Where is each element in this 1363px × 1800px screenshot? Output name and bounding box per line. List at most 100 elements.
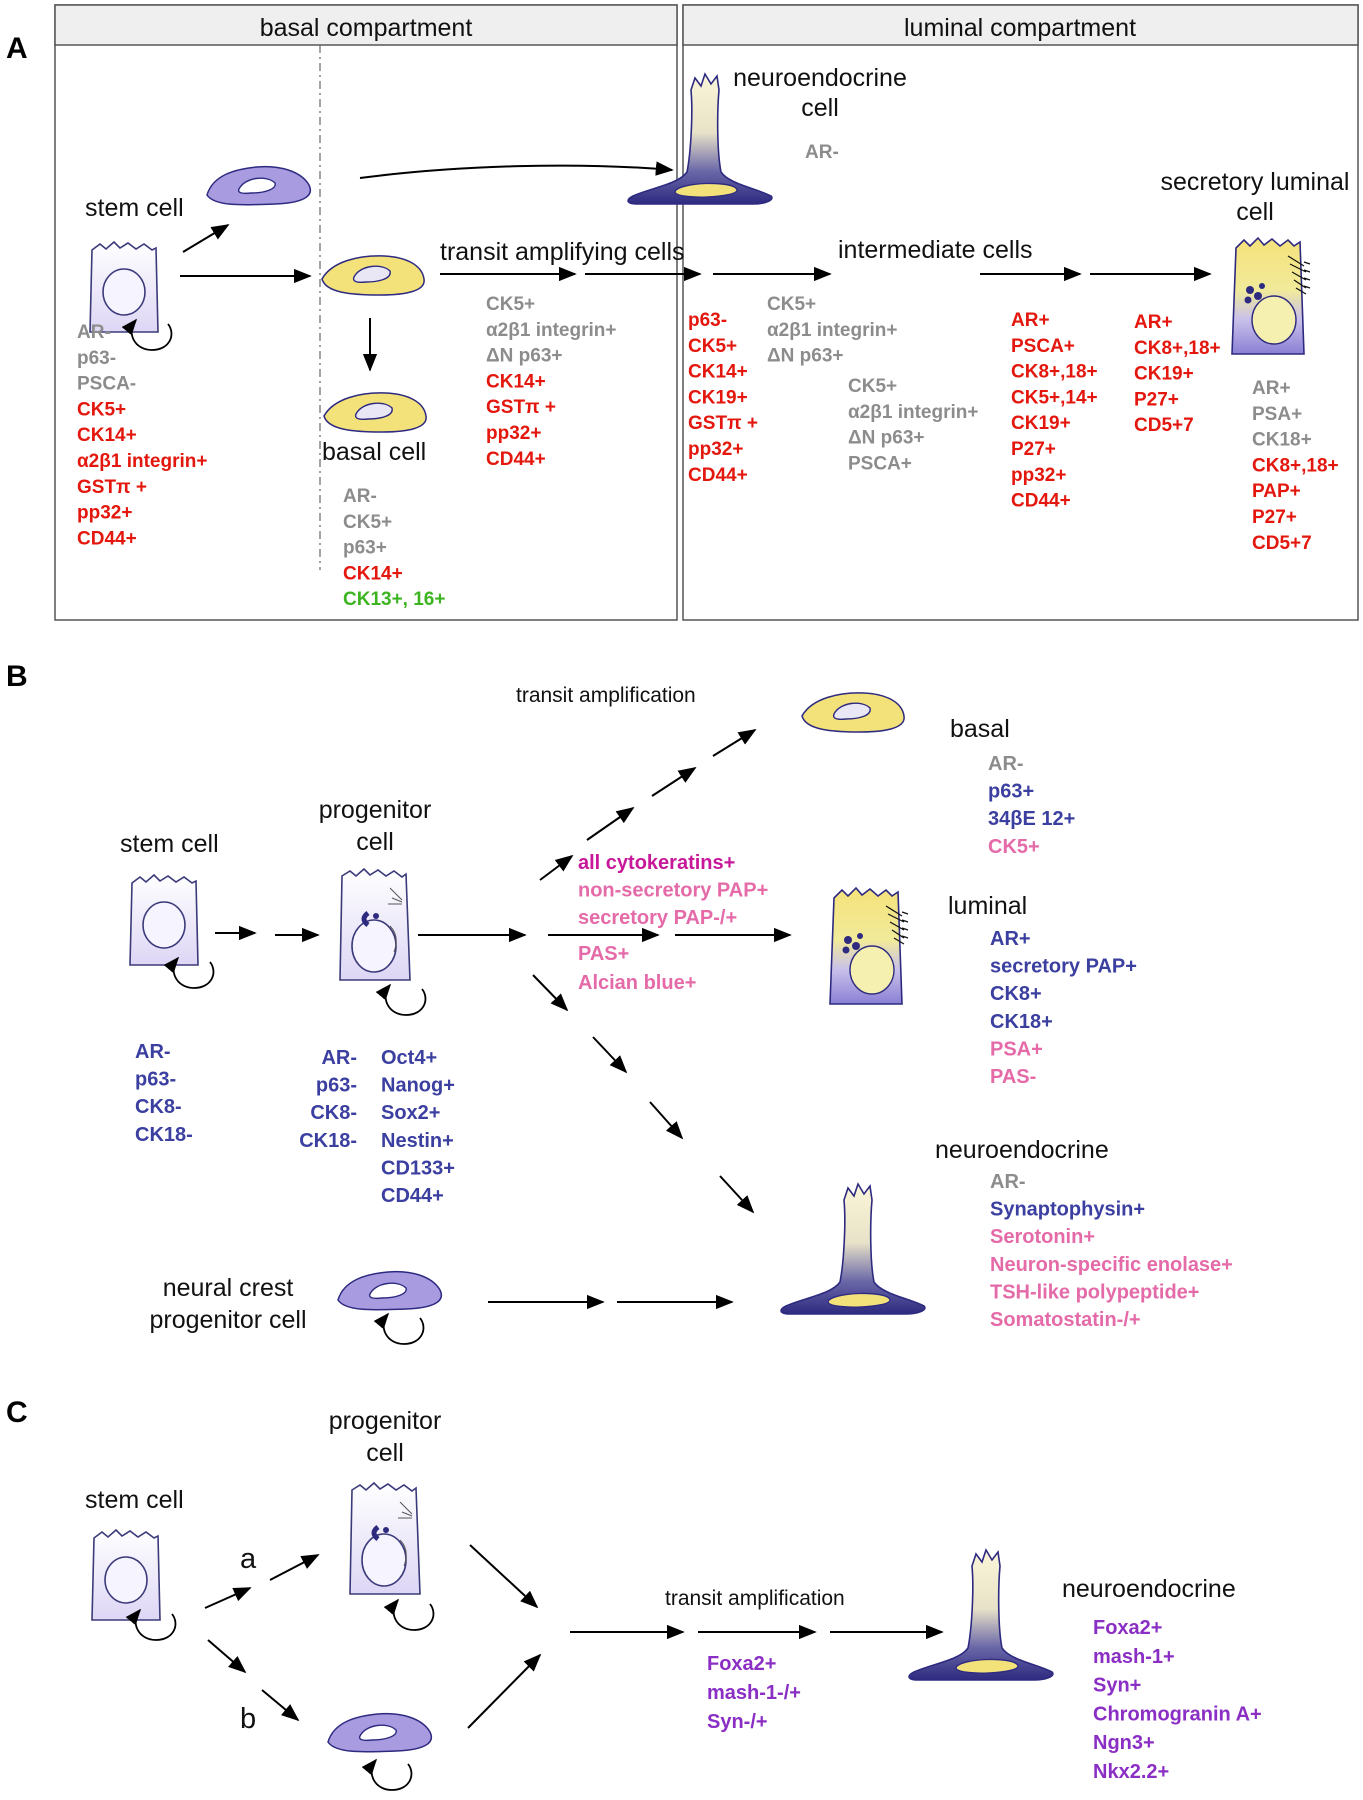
marker-label: CK5+ (77, 399, 126, 420)
marker-label: all cytokeratins+ (578, 852, 735, 874)
progenitor-markers-right: Oct4+Nanog+Sox2+Nestin+CD133+CD44+ (381, 1047, 455, 1207)
marker-label: CK8+,18+ (1134, 338, 1221, 359)
marker-label: CK14+ (688, 362, 748, 383)
neuroendocrine-label-2: cell (801, 94, 839, 122)
marker-label: CD133+ (381, 1157, 455, 1179)
panel-c-letter: C (6, 1396, 28, 1429)
marker-label: mash-1+ (1093, 1646, 1175, 1668)
arrow (469, 1544, 539, 1609)
basal-cell-glyph (801, 692, 905, 733)
marker-label: AR+ (1134, 312, 1173, 333)
stem-cell-label: stem cell (85, 1486, 184, 1514)
marker-label: Alcian blue+ (578, 972, 696, 994)
marker-label: AR- (321, 1047, 357, 1069)
marker-label: CD44+ (77, 528, 137, 549)
marker-label: pp32+ (486, 423, 541, 444)
marker-label: ΔN p63+ (486, 346, 563, 367)
marker-label: CK5+,14+ (1011, 387, 1098, 408)
basal-label: basal (950, 715, 1010, 743)
arrow (719, 1175, 755, 1214)
neuroendocrine-cell-glyph (908, 1549, 1054, 1681)
arrow (467, 1653, 542, 1729)
marker-label: AR+ (1011, 310, 1050, 331)
marker-label: CK5+ (486, 294, 535, 315)
arrow (651, 767, 697, 797)
middle-markers: all cytokeratins+non-secretory PAP+secre… (578, 852, 768, 994)
stem-cell-glyph (129, 874, 199, 966)
marker-label: GSTπ + (486, 397, 556, 418)
arrow (649, 1101, 684, 1140)
stem-cell-label: stem cell (120, 830, 219, 858)
neuroendocrine-label: neuroendocrine (935, 1136, 1109, 1164)
stem-markers: AR-p63-PSCA-CK5+CK14+α2β1 integrin+GSTπ … (77, 322, 207, 549)
basal-compartment-header: basal compartment (260, 14, 473, 42)
marker-label: PAS+ (578, 943, 629, 965)
self-renewal-loop (372, 1760, 412, 1790)
marker-label: PSA+ (1252, 404, 1302, 425)
marker-label: AR- (990, 1171, 1026, 1193)
marker-label: pp32+ (77, 503, 132, 524)
secretory-markers: AR+PSA+CK18+CK8+,18+PAP+P27+CD5+7 (1252, 378, 1339, 554)
luminal-markers-2: CK5+α2β1 integrin+ΔN p63+ (767, 294, 897, 367)
marker-label: CK5+ (767, 294, 816, 315)
progenitor-markers-left: AR-p63-CK8-CK18- (299, 1047, 357, 1152)
marker-label: AR- (135, 1041, 171, 1063)
arrow (712, 729, 757, 757)
luminal-cell-glyph (829, 887, 909, 1005)
basal-compartment-box: basal compartment (54, 4, 678, 621)
marker-label: Nestin+ (381, 1130, 454, 1152)
marker-label: CK5+ (848, 376, 897, 397)
marker-label: CK8- (135, 1096, 182, 1118)
basal-markers: AR-p63+34βE 12+CK5+ (988, 753, 1075, 858)
marker-label: non-secretory PAP+ (578, 880, 768, 902)
marker-label: PSA+ (990, 1038, 1043, 1060)
arrow (586, 806, 635, 841)
marker-label: CK13+, 16+ (343, 589, 445, 610)
marker-label: CD44+ (381, 1185, 444, 1207)
neuroendocrine-label: neuroendocrine (1062, 1575, 1236, 1603)
marker-label: Syn+ (1093, 1675, 1141, 1697)
marker-label: GSTπ + (77, 477, 147, 498)
marker-label: AR- (988, 753, 1024, 775)
neural-crest-label-2: progenitor cell (149, 1306, 306, 1334)
marker-label: Oct4+ (381, 1047, 437, 1069)
secretory-luminal-cell-glyph (1231, 237, 1311, 355)
luminal-markers-4: AR+PSCA+CK8+,18+CK5+,14+CK19+P27+pp32+CD… (1011, 310, 1098, 512)
marker-label: Chromogranin A+ (1093, 1703, 1262, 1725)
transit-amplification-label: transit amplification (665, 1587, 845, 1610)
marker-label: CK19+ (1134, 364, 1194, 385)
self-renewal-loop (394, 1600, 434, 1630)
stem-markers: AR-p63-CK8-CK18- (135, 1041, 193, 1146)
neural-crest-cell-glyph (337, 1270, 443, 1311)
marker-label: p63- (688, 310, 727, 331)
progenitor-label-2: cell (356, 828, 394, 856)
marker-label: p63- (135, 1069, 176, 1091)
marker-label: α2β1 integrin+ (848, 402, 978, 423)
marker-label: CD5+7 (1134, 415, 1194, 436)
transit-markers: Foxa2+mash-1-/+Syn-/+ (707, 1653, 801, 1733)
marker-label: PSCA+ (1011, 336, 1075, 357)
self-renewal-loop (386, 985, 426, 1015)
neuroendocrine-label: neuroendocrine (733, 64, 907, 92)
basal-markers: AR-CK5+p63+CK14+CK13+, 16+ (343, 486, 445, 610)
marker-label: CK14+ (486, 371, 546, 392)
marker-label: α2β1 integrin+ (77, 451, 207, 472)
marker-label: PAP+ (1252, 481, 1301, 502)
marker-label: CK5+ (988, 836, 1040, 858)
luminal-markers-3: CK5+α2β1 integrin+ΔN p63+PSCA+ (848, 376, 978, 474)
path-a-label: a (240, 1543, 257, 1575)
marker-label: α2β1 integrin+ (486, 320, 616, 341)
marker-label: Somatostatin-/+ (990, 1309, 1141, 1331)
marker-label: pp32+ (688, 439, 743, 460)
marker-label: CK19+ (1011, 413, 1071, 434)
arrow (204, 1587, 252, 1609)
progenitor-label-2: cell (366, 1439, 404, 1467)
transit-markers: CK5+ α2β1 integrin+ ΔN p63+ CK14+ GSTπ + pp32… (486, 294, 616, 470)
marker-label: CD44+ (1011, 491, 1071, 512)
neuroendocrine-markers: Foxa2+mash-1+Syn+Chromogranin A+Ngn3+Nkx… (1093, 1617, 1262, 1783)
stem-cell-label: stem cell (85, 194, 184, 222)
marker-label: AR- (77, 322, 111, 343)
marker-label: ΔN p63+ (767, 346, 844, 367)
marker-label: AR- (343, 486, 377, 507)
